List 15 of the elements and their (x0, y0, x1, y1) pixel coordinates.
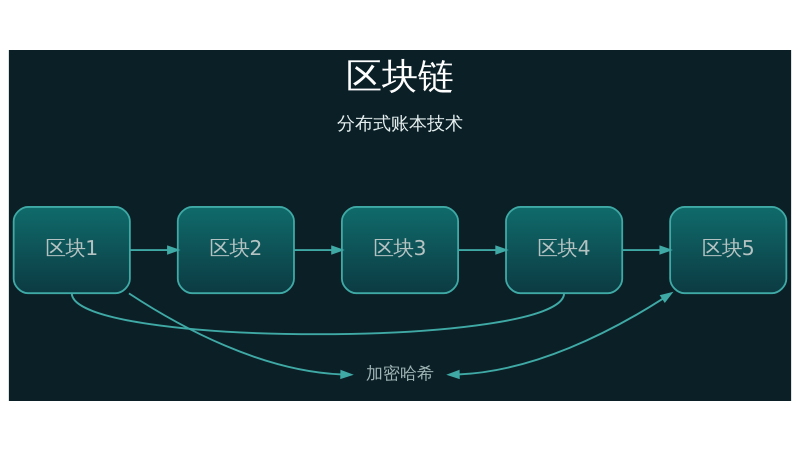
arrow (294, 244, 345, 254)
node-box: 区块3 (341, 206, 459, 294)
arrow (128, 292, 354, 379)
diagram-title: 区块链 (346, 56, 454, 97)
label: 分布式账本技术 (337, 113, 463, 134)
node-box: 区块5 (669, 206, 788, 294)
arrow (446, 291, 674, 379)
node-box: 区块1 (12, 206, 131, 294)
node-box: 区块2 (176, 206, 295, 294)
arrow (458, 244, 509, 254)
arrow (622, 244, 673, 254)
node-text: 加密哈希 (366, 362, 434, 383)
node-box: 区块4 (505, 206, 624, 294)
connector (71, 292, 565, 335)
arrow (130, 244, 181, 254)
